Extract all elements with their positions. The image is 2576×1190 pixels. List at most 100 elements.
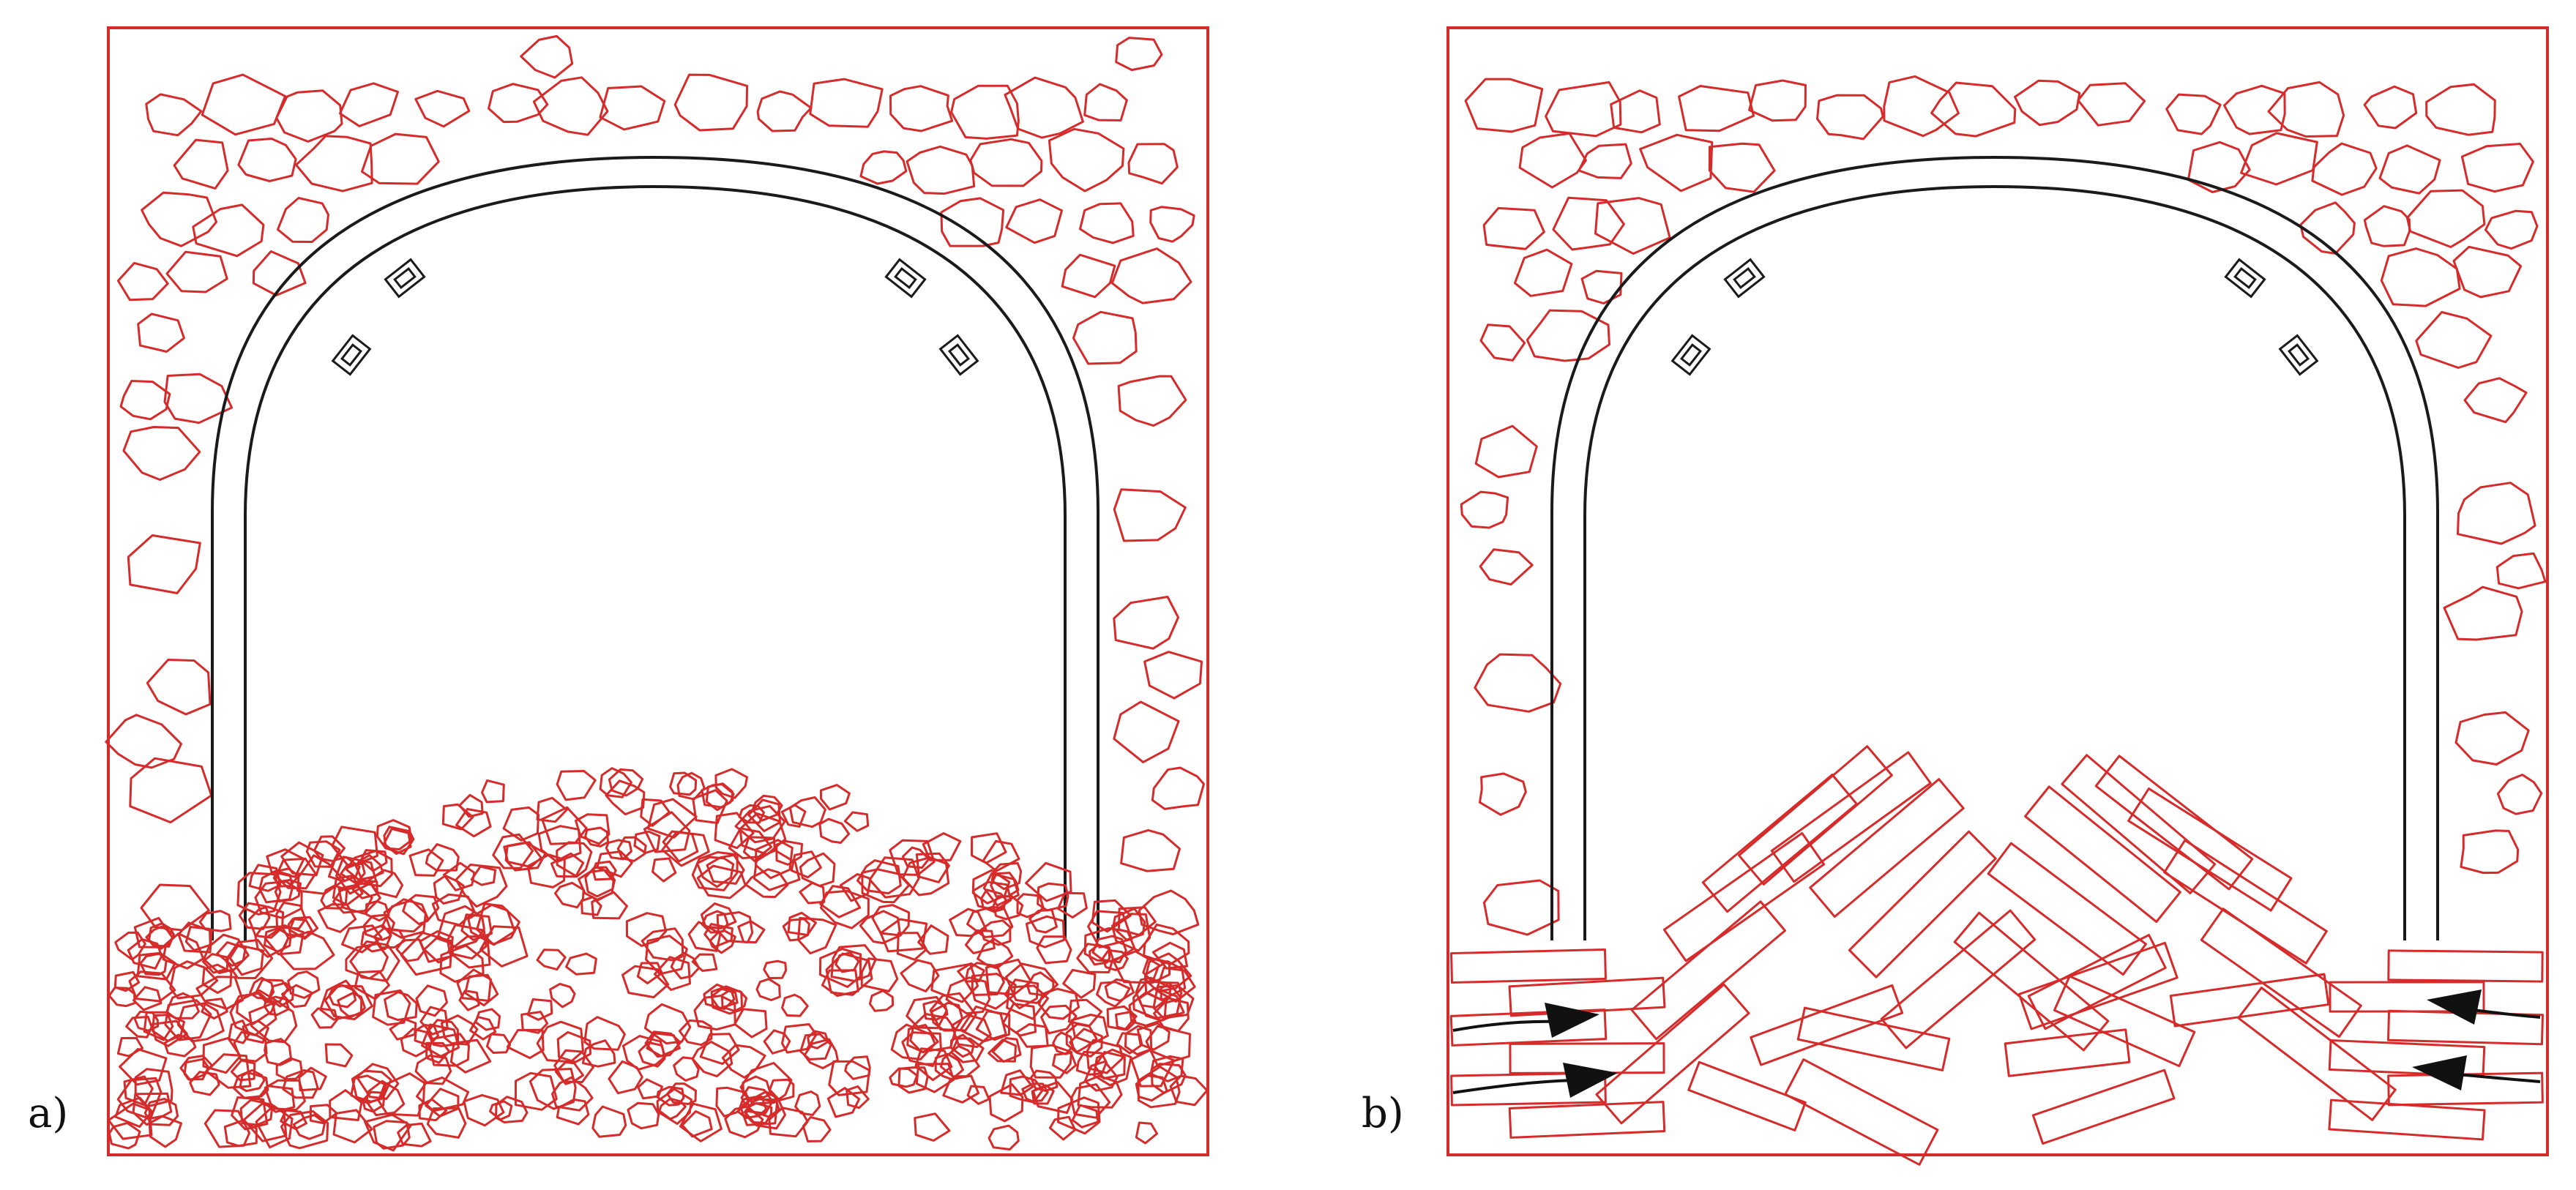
- debris-fragment: [1145, 1025, 1191, 1068]
- debris-fragment: [426, 1107, 467, 1139]
- debris-fragment: [591, 891, 628, 920]
- debris-fragment: [296, 854, 346, 895]
- debris-fragment: [275, 901, 307, 930]
- rock-slab: [1738, 745, 1893, 886]
- debris-fragment: [446, 924, 488, 960]
- rock-fragment: [756, 90, 813, 132]
- debris-fragment: [744, 868, 789, 899]
- debris-fragment: [825, 952, 873, 996]
- debris-fragment: [945, 976, 991, 1015]
- debris-fragment: [922, 832, 962, 861]
- debris-fragment: [1037, 882, 1069, 912]
- debris-fragment: [575, 813, 611, 845]
- rock-fragment: [414, 89, 471, 128]
- debris-fragment: [1075, 1050, 1108, 1076]
- debris-fragment: [856, 859, 902, 895]
- rock-slab: [1750, 984, 1904, 1066]
- debris-fragment: [257, 1085, 296, 1113]
- debris-fragment: [418, 1098, 448, 1122]
- rock-fragment: [1115, 37, 1163, 72]
- debris-fragment: [902, 856, 950, 897]
- rock-slab: [1880, 909, 2036, 1049]
- panel-b-frame: [1446, 26, 2549, 1156]
- debris-fragment: [419, 1006, 449, 1036]
- debris-fragment: [992, 895, 1024, 921]
- rock-slab: [1595, 983, 1750, 1125]
- debris-fragment: [425, 1088, 460, 1118]
- debris-fragment: [700, 902, 737, 929]
- debris-fragment: [636, 962, 663, 984]
- debris-fragment: [584, 826, 610, 847]
- debris-fragment: [673, 1056, 700, 1082]
- debris-fragment: [819, 784, 851, 811]
- rock-slab: [1987, 842, 2147, 976]
- rock-slab: [2004, 1028, 2131, 1077]
- debris-fragment: [408, 848, 444, 877]
- rock-fragment: [237, 138, 297, 182]
- rock-fragment: [361, 132, 440, 185]
- debris-fragment: [714, 768, 748, 799]
- debris-fragment: [871, 904, 911, 937]
- rock-fragment: [116, 261, 169, 302]
- rock-slab: [2061, 754, 2217, 894]
- debris-fragment: [1001, 1003, 1037, 1037]
- rock-slab: [1687, 1060, 1807, 1132]
- rock-fragment: [1545, 81, 1622, 138]
- debris-fragment: [565, 952, 597, 976]
- clamp-icon: [884, 258, 927, 299]
- rock-fragment: [163, 373, 234, 424]
- panel-a: a): [28, 26, 1209, 1156]
- rock-fragment: [599, 85, 666, 131]
- rock-fragment: [2223, 84, 2286, 135]
- debris-fragment: [643, 811, 691, 853]
- debris-fragment: [860, 957, 899, 992]
- debris-fragment: [705, 782, 734, 812]
- debris-fragment: [456, 968, 492, 1002]
- rock-fragment: [1113, 488, 1187, 542]
- debris-fragment: [966, 905, 1014, 938]
- debris-fragment: [780, 804, 807, 828]
- debris-fragment: [695, 856, 735, 888]
- debris-fragment: [781, 1023, 818, 1054]
- debris-fragment: [1116, 1032, 1143, 1055]
- rock-fragment: [295, 135, 373, 192]
- clamp-icon: [331, 334, 372, 376]
- rock-fragment: [2311, 142, 2378, 196]
- debris-fragment: [345, 943, 389, 980]
- debris-fragment: [143, 1098, 179, 1126]
- debris-fragment: [914, 1112, 951, 1142]
- debris-fragment: [641, 927, 684, 962]
- debris-fragment: [647, 798, 698, 839]
- debris-fragment: [536, 1020, 584, 1063]
- debris-fragment: [835, 951, 860, 973]
- debris-fragment: [205, 1053, 252, 1089]
- rock-fragment: [1474, 424, 1538, 479]
- rock-slab: [2031, 1069, 2176, 1145]
- debris-fragment: [755, 978, 781, 1001]
- debris-fragment: [1136, 1022, 1171, 1051]
- debris-fragment: [1138, 987, 1185, 1022]
- debris-fragment: [964, 929, 996, 954]
- rock-fragment: [2363, 85, 2418, 130]
- debris-fragment: [662, 830, 699, 863]
- debris-fragment: [580, 896, 602, 916]
- debris-fragment: [228, 943, 265, 976]
- rock-fragment: [1004, 76, 1084, 139]
- rock-slab: [2027, 934, 2167, 1030]
- debris-fragment: [644, 1030, 682, 1058]
- debris-fragment: [797, 916, 837, 955]
- debris-fragment: [605, 779, 646, 816]
- debris-fragment: [198, 910, 232, 932]
- left-arrow-icon: [2412, 1055, 2541, 1090]
- debris-fragment: [733, 1008, 768, 1039]
- debris-fragment: [400, 1028, 434, 1058]
- rock-fragment: [2454, 711, 2530, 766]
- debris-fragment: [900, 959, 940, 992]
- debris-fragment: [596, 850, 633, 878]
- debris-fragment: [239, 1069, 266, 1093]
- left-arrow-icon: [2427, 989, 2541, 1025]
- debris-fragment: [383, 826, 415, 856]
- debris-fragment: [1052, 1052, 1078, 1074]
- debris-fragment: [922, 1000, 949, 1021]
